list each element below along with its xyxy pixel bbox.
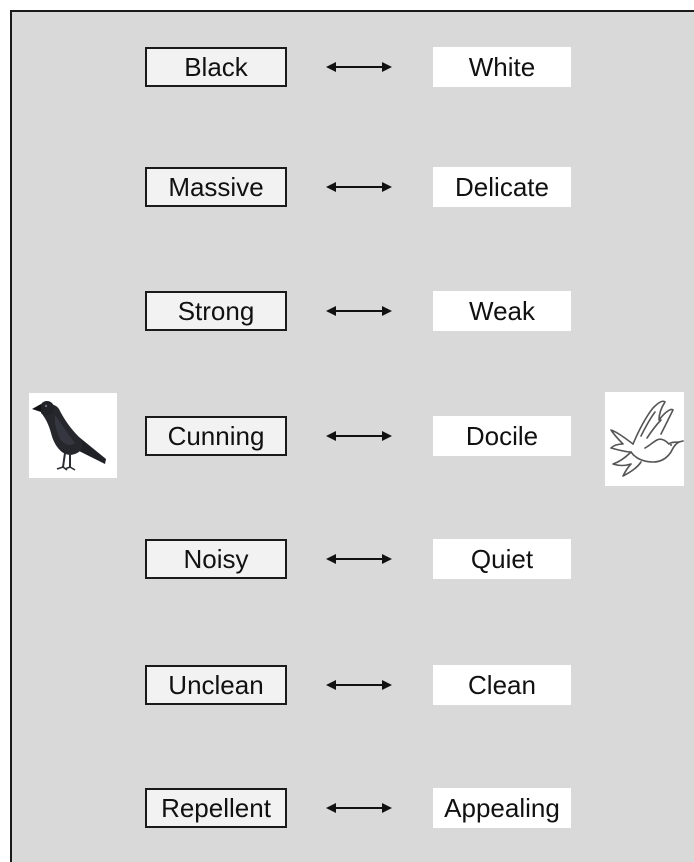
- left-term-box: Cunning: [145, 416, 287, 456]
- pair-row-2: Massive Delicate: [0, 167, 694, 211]
- double-headed-arrow-icon: [326, 306, 392, 316]
- left-term-box: Black: [145, 47, 287, 87]
- right-term-box: Appealing: [433, 788, 571, 828]
- pair-row-3: Strong Weak: [0, 291, 694, 335]
- double-headed-arrow-icon: [326, 554, 392, 564]
- dove-image: [605, 392, 684, 486]
- left-term-box: Noisy: [145, 539, 287, 579]
- crow-icon: [32, 401, 106, 471]
- double-headed-arrow-icon: [326, 803, 392, 813]
- pair-row-1: Black White: [0, 47, 694, 91]
- right-term-box: White: [433, 47, 571, 87]
- dove-icon: [610, 400, 684, 477]
- right-term-box: Delicate: [433, 167, 571, 207]
- pair-row-7: Repellent Appealing: [0, 788, 694, 832]
- pair-row-4: Cunning Docile: [0, 416, 694, 460]
- pair-row-6: Unclean Clean: [0, 665, 694, 709]
- left-term-box: Repellent: [145, 788, 287, 828]
- left-term-box: Unclean: [145, 665, 287, 705]
- double-headed-arrow-icon: [326, 431, 392, 441]
- left-term-box: Strong: [145, 291, 287, 331]
- right-term-box: Weak: [433, 291, 571, 331]
- left-term-box: Massive: [145, 167, 287, 207]
- double-headed-arrow-icon: [326, 182, 392, 192]
- right-term-box: Clean: [433, 665, 571, 705]
- crow-image: [29, 393, 117, 478]
- double-headed-arrow-icon: [326, 62, 392, 72]
- right-term-box: Quiet: [433, 539, 571, 579]
- pair-row-5: Noisy Quiet: [0, 539, 694, 583]
- double-headed-arrow-icon: [326, 680, 392, 690]
- right-term-box: Docile: [433, 416, 571, 456]
